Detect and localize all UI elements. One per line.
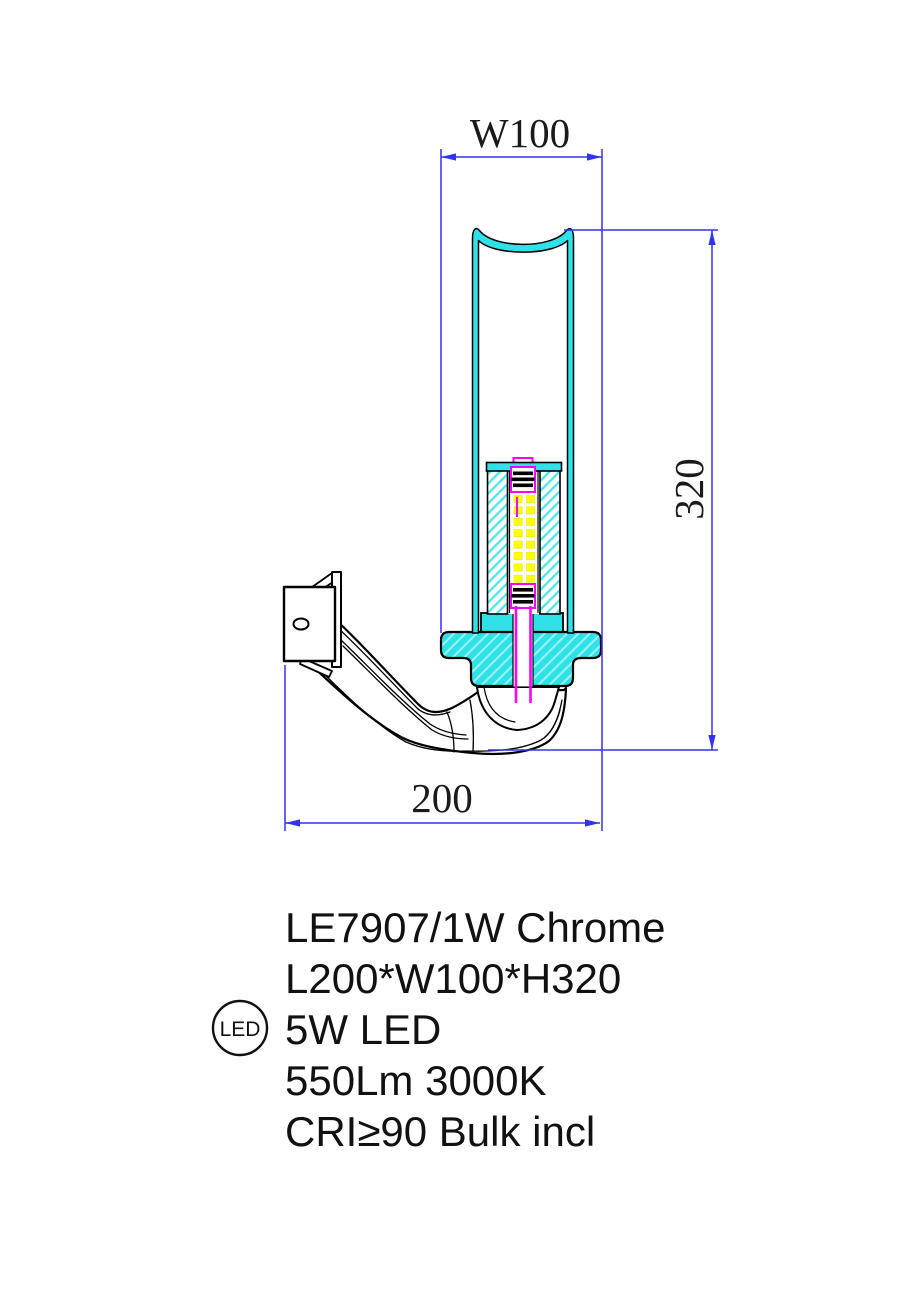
led-cylinder-wall-left xyxy=(486,469,509,615)
led-tube-assembly xyxy=(485,457,563,703)
dimension-lines xyxy=(284,149,718,831)
lamp-base xyxy=(439,611,603,688)
arm-end-contour xyxy=(544,699,563,738)
wall-plate-screw-hole xyxy=(292,617,310,631)
lamp-socket-bottom xyxy=(510,583,536,609)
glass-shade xyxy=(471,227,575,634)
spec-line-cri: CRI≥90 Bulk incl xyxy=(285,1108,595,1155)
dimension-320 xyxy=(488,229,718,751)
lamp-socket-top xyxy=(510,466,536,493)
depth-dimension-label: 200 xyxy=(411,775,473,821)
arm-top-contour xyxy=(337,627,451,716)
curved-arm xyxy=(308,618,568,756)
dimension-200 xyxy=(284,665,600,831)
wall-bracket xyxy=(282,571,342,678)
led-cylinder-wall-right xyxy=(539,469,561,615)
spec-line-size: L200*W100*H320 xyxy=(285,955,621,1002)
arm-section-line-1 xyxy=(446,711,455,753)
lamp-cup-inner-line xyxy=(483,686,516,723)
height-dimension-label: 320 xyxy=(666,458,712,520)
lamp-cup xyxy=(476,686,560,731)
arm-section-line-2 xyxy=(469,699,475,753)
arm-ridge-contour xyxy=(340,639,467,736)
led-badge-icon xyxy=(211,999,269,1057)
spec-block: LED LE7907/1W Chrome L200*W100*H320 5W L… xyxy=(211,904,666,1155)
dimension-w100 xyxy=(440,149,603,831)
spec-line-lumens: 550Lm 3000K xyxy=(285,1057,547,1104)
spec-line-wattage: 5W LED xyxy=(285,1006,441,1053)
led-badge-label: LED xyxy=(220,1018,261,1041)
spec-line-model: LE7907/1W Chrome xyxy=(285,904,666,951)
width-dimension-label: W100 xyxy=(470,110,570,156)
